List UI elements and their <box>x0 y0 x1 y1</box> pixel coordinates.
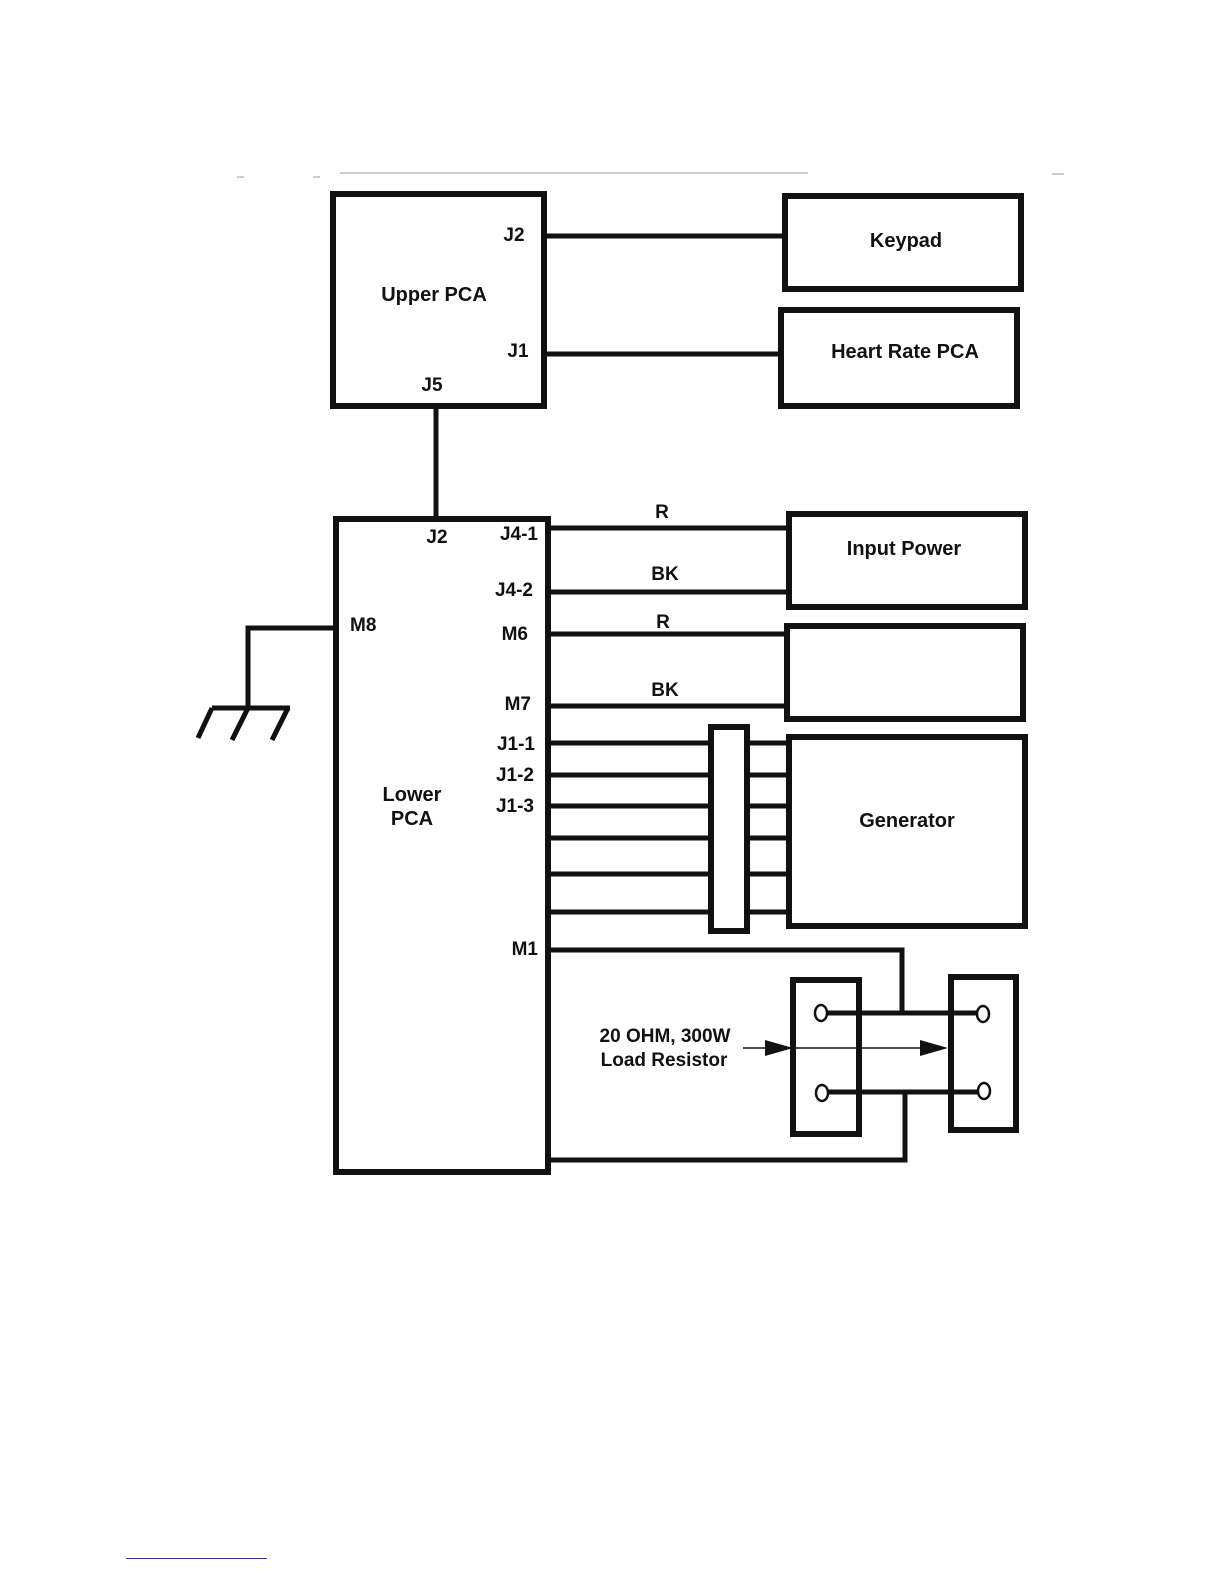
lower-pca-j1-3-label: J1-3 <box>496 796 534 817</box>
upper-pca-j5-label: J5 <box>421 375 443 396</box>
wire-j4-1-color: R <box>655 502 669 523</box>
lower-pca-j4-2-label: J4-2 <box>495 580 533 601</box>
lower-pca-j1-2-label: J1-2 <box>496 765 534 786</box>
upper-pca-j1-label: J1 <box>507 341 529 362</box>
power-wires: R BK R BK <box>548 502 789 706</box>
input-power-block: Input Power <box>789 514 1025 607</box>
keypad-title: Keypad <box>870 230 942 252</box>
wire-j4-2-color: BK <box>651 564 679 585</box>
unlabeled-block <box>787 626 1023 719</box>
upper-pca-j2-label: J2 <box>503 225 524 246</box>
ground-symbol <box>198 628 336 740</box>
heart-rate-pca-block: Heart Rate PCA <box>781 310 1017 406</box>
lower-pca-m6-label: M6 <box>502 624 528 645</box>
heart-rate-pca-title: Heart Rate PCA <box>831 341 979 363</box>
lower-pca-m7-label: M7 <box>505 694 531 715</box>
resistor-terminal-right <box>951 977 1016 1130</box>
top-rule-marks <box>237 173 1064 177</box>
upper-connections <box>436 236 785 519</box>
lower-pca-title-line2: PCA <box>391 808 433 830</box>
footer-rule <box>126 1558 267 1559</box>
generator-connector <box>711 727 747 931</box>
lower-pca-j1-1-label: J1-1 <box>497 734 535 755</box>
load-resistor: 20 OHM, 300W Load Resistor <box>548 950 1016 1160</box>
lower-pca-j2-label: J2 <box>426 527 447 548</box>
wire-m7-color: BK <box>651 680 679 701</box>
load-resistor-label-line1: 20 OHM, 300W <box>600 1026 731 1047</box>
generator-harness <box>548 727 789 931</box>
load-resistor-label-line2: Load Resistor <box>601 1050 728 1071</box>
lower-pca-m8-label: M8 <box>350 615 376 636</box>
upper-pca-title: Upper PCA <box>381 284 487 306</box>
keypad-block: Keypad <box>785 196 1021 289</box>
input-power-title: Input Power <box>847 538 962 560</box>
wire-m6-color: R <box>656 612 670 633</box>
lower-pca-m1-label: M1 <box>512 939 539 960</box>
upper-pca-block: Upper PCA J2 J1 J5 <box>333 194 544 406</box>
lower-pca-j4-1-label: J4-1 <box>500 524 538 545</box>
resistor-terminal-left <box>793 980 859 1134</box>
generator-block: Generator <box>789 737 1025 926</box>
lower-pca-title-line1: Lower <box>383 784 442 806</box>
lower-pca-block: Lower PCA J2 J4-1 J4-2 M6 M7 M8 J1-1 J1-… <box>336 519 548 1172</box>
generator-title: Generator <box>859 810 955 832</box>
